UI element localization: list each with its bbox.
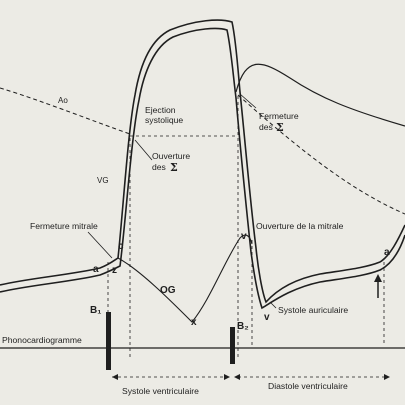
label-ao: Ao	[58, 96, 68, 105]
label-b2: B₂	[237, 321, 249, 332]
mitral-closure-leader	[87, 231, 113, 259]
point-c: c	[118, 241, 124, 252]
atrial-pressure-curve	[117, 234, 253, 323]
aortic-pressure-dashed-left	[0, 87, 131, 135]
b2-sound-bar	[230, 327, 235, 364]
aortic-pressure-dashed-right	[237, 94, 405, 215]
label-systole-ventriculaire: Systole ventriculaire	[122, 386, 199, 396]
aortic-opening-leader	[134, 139, 153, 161]
label-fermeture-sig-line1: Fermeture	[259, 111, 299, 121]
label-fermeture-sig-line2: des	[259, 122, 273, 132]
point-v-upper: v	[241, 231, 247, 242]
point-a-right: a	[384, 247, 390, 258]
ventricular-pressure-trace	[0, 19, 405, 310]
label-fermeture-mitrale: Fermeture mitrale	[30, 221, 98, 231]
aortic-pressure-curve	[235, 63, 405, 127]
point-x: x	[191, 317, 197, 328]
label-systole-auriculaire: Systole auriculaire	[278, 305, 348, 315]
label-diastole-ventriculaire: Diastole ventriculaire	[268, 381, 348, 391]
diastole-ventricular-arrow	[234, 374, 390, 380]
aortic-closure-leader	[239, 93, 257, 109]
label-ouverture-sig-line2: des	[152, 162, 166, 172]
point-z: z	[112, 265, 117, 276]
point-v-lower: v	[264, 312, 270, 323]
sigma-symbol-fermeture: Σ	[276, 121, 284, 134]
label-b1: B₁	[90, 305, 101, 316]
label-ejection-line1: Ejection	[145, 105, 176, 115]
sigma-symbol-ouverture: Σ	[170, 161, 178, 174]
label-og: OG	[160, 285, 176, 296]
atrial-wave-arrow	[374, 274, 382, 298]
atrial-systole-leader	[269, 301, 277, 309]
b1-sound-bar	[106, 312, 111, 370]
label-ejection-line2: systolique	[145, 115, 183, 125]
point-a-left: a	[93, 264, 99, 275]
systole-ventricular-arrow	[112, 374, 230, 380]
label-ouverture-sig-line1: Ouverture	[152, 151, 190, 161]
label-phonocardiogramme: Phonocardiogramme	[2, 335, 82, 345]
label-vg: VG	[97, 176, 109, 185]
label-ouverture-mitrale: Ouverture de la mitrale	[256, 221, 344, 231]
